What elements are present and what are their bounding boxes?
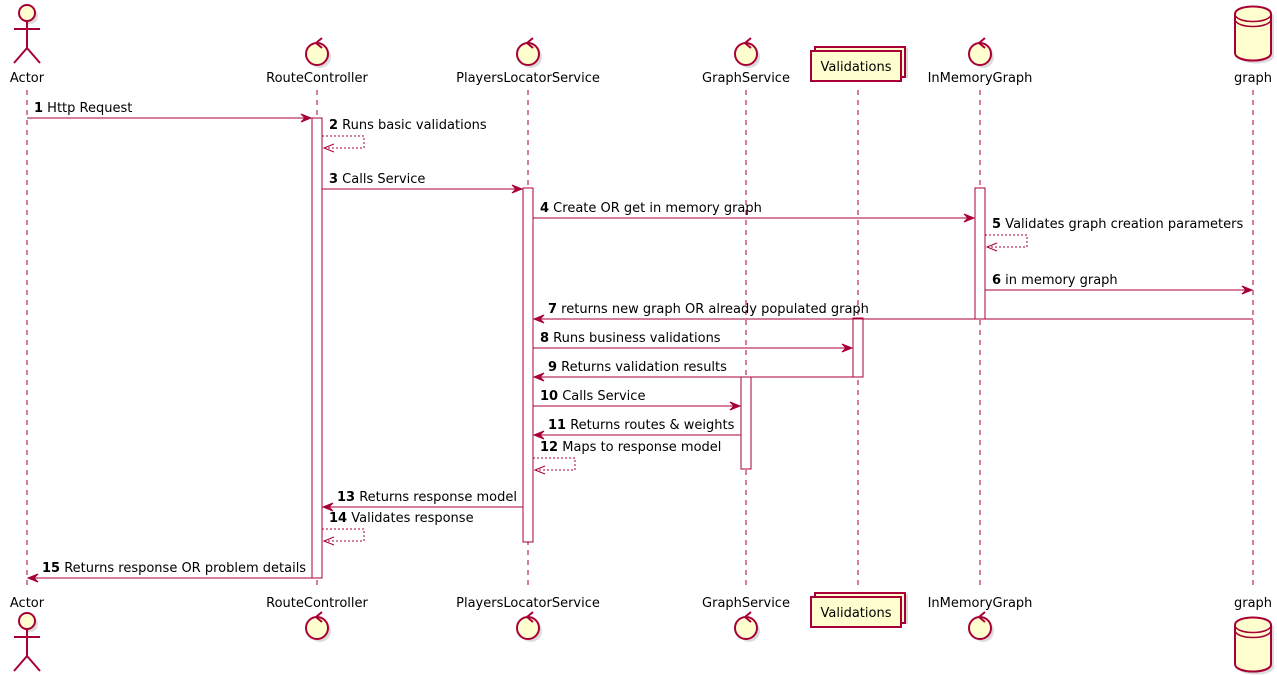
- participant-graphsvc-bottom: GraphService: [702, 596, 790, 642]
- arrowhead: [533, 465, 546, 475]
- control-icon: [968, 37, 994, 68]
- control-icon: [734, 37, 760, 68]
- arrowhead: [322, 536, 335, 546]
- control-icon: [305, 37, 331, 68]
- participant-label: PlayersLocatorService: [456, 71, 600, 86]
- participant-inmem-top: InMemoryGraph: [928, 37, 1033, 86]
- participant-label: GraphService: [702, 71, 790, 86]
- activation-bar-validations: [852, 317, 864, 378]
- message-5: 5 Validates graph creation parameters: [985, 217, 1243, 252]
- participant-validations-bottom: Validations: [810, 592, 908, 628]
- participant-players-top: PlayersLocatorService: [456, 37, 600, 86]
- arrowhead: [532, 372, 545, 382]
- participant-label: InMemoryGraph: [928, 596, 1033, 611]
- message-label: 14 Validates response: [329, 511, 474, 526]
- message-1: 1 Http Request: [27, 101, 313, 123]
- message-label: 10 Calls Service: [540, 389, 645, 404]
- participant-label: InMemoryGraph: [928, 71, 1033, 86]
- message-11: 11 Returns routes & weights: [532, 418, 741, 440]
- database-icon: [1234, 5, 1274, 64]
- participant-inmem-bottom: InMemoryGraph: [928, 596, 1033, 642]
- participant-heads-top: Actor RouteController PlayersLocatorServic…: [10, 4, 1274, 86]
- message-13: 13 Returns response model: [321, 490, 523, 512]
- control-icon: [516, 37, 542, 68]
- arrowhead: [1241, 285, 1254, 295]
- message-6: 6 in memory graph: [985, 273, 1254, 295]
- message-label: 8 Runs business validations: [540, 331, 721, 346]
- message-label: 6 in memory graph: [992, 273, 1118, 288]
- message-14: 14 Validates response: [322, 511, 474, 546]
- message-label: 7 returns new graph OR already populated…: [548, 302, 869, 317]
- control-icon: [734, 611, 760, 642]
- activation-bar-route: [311, 117, 323, 579]
- arrowhead: [841, 343, 854, 353]
- actor-icon: [13, 4, 41, 64]
- arrowhead: [26, 573, 39, 583]
- message-9: 9 Returns validation results: [532, 360, 853, 382]
- participant-label: graph: [1234, 71, 1272, 86]
- arrowhead: [300, 113, 313, 123]
- message-2: 2 Runs basic validations: [322, 118, 487, 153]
- message-label: 3 Calls Service: [329, 172, 425, 187]
- collections-box: Validations: [810, 46, 908, 82]
- participant-actor-top: Actor: [10, 4, 45, 86]
- participant-validations-top: Validations: [810, 46, 908, 82]
- message-4: 4 Create OR get in memory graph: [533, 201, 976, 223]
- message-15: 15 Returns response OR problem details: [26, 561, 312, 583]
- message-12: 12 Maps to response model: [533, 440, 721, 475]
- participant-route-top: RouteController: [266, 37, 368, 86]
- message-label: 15 Returns response OR problem details: [42, 561, 306, 576]
- participant-label: GraphService: [702, 596, 790, 611]
- arrowhead: [985, 242, 998, 252]
- arrowhead: [511, 184, 524, 194]
- message-label: 9 Returns validation results: [548, 360, 727, 375]
- collections-box: Validations: [810, 592, 908, 628]
- message-label: 2 Runs basic validations: [329, 118, 487, 133]
- message-8: 8 Runs business validations: [533, 331, 854, 353]
- participant-label: Actor: [10, 596, 45, 611]
- arrowhead: [729, 401, 742, 411]
- participant-route-bottom: RouteController: [266, 596, 368, 642]
- arrowhead: [322, 143, 335, 153]
- participant-label: Actor: [10, 71, 45, 86]
- participant-graphdb-bottom: graph: [1234, 596, 1274, 675]
- participant-label: Validations: [821, 606, 892, 621]
- message-label: 1 Http Request: [34, 101, 132, 116]
- message-7: 7 returns new graph OR already populated…: [532, 302, 1253, 324]
- messages: 1 Http Request 2 Runs basic validations 3 …: [26, 101, 1254, 583]
- participant-label: PlayersLocatorService: [456, 596, 600, 611]
- message-label: 13 Returns response model: [337, 490, 517, 505]
- message-label: 12 Maps to response model: [540, 440, 721, 455]
- actor-icon: [13, 612, 41, 672]
- participant-label: Validations: [821, 60, 892, 75]
- database-icon: [1234, 616, 1274, 675]
- message-label: 5 Validates graph creation parameters: [992, 217, 1243, 232]
- arrowhead: [532, 430, 545, 440]
- participant-graphdb-top: graph: [1234, 5, 1274, 86]
- activation-bar-inmem: [974, 187, 986, 320]
- participant-players-bottom: PlayersLocatorService: [456, 596, 600, 642]
- participant-label: RouteController: [266, 596, 368, 611]
- arrowhead: [963, 213, 976, 223]
- participant-graphsvc-top: GraphService: [702, 37, 790, 86]
- activation-bar-players: [522, 187, 534, 543]
- message-10: 10 Calls Service: [533, 389, 742, 411]
- participant-actor-bottom: Actor: [10, 596, 45, 672]
- control-icon: [968, 611, 994, 642]
- arrowhead: [532, 314, 545, 324]
- control-icon: [305, 611, 331, 642]
- message-3: 3 Calls Service: [322, 172, 524, 194]
- activation-bar-graphsvc: [740, 376, 752, 470]
- message-label: 11 Returns routes & weights: [548, 418, 735, 433]
- message-label: 4 Create OR get in memory graph: [540, 201, 762, 216]
- control-icon: [516, 611, 542, 642]
- arrowhead: [321, 502, 334, 512]
- participant-label: graph: [1234, 596, 1272, 611]
- participant-label: RouteController: [266, 71, 368, 86]
- participant-heads-bottom: Actor RouteController PlayersLocatorServic…: [10, 592, 1274, 675]
